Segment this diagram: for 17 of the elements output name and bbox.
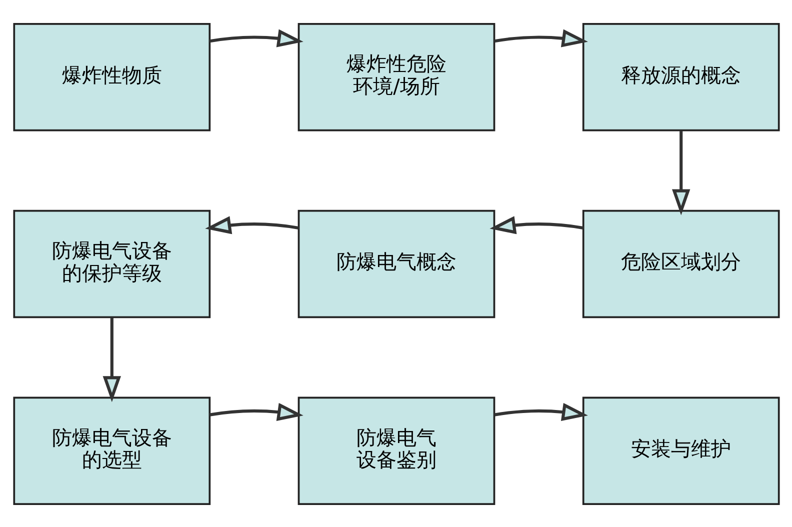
node-box: 爆炸性危险环境/场所 bbox=[297, 22, 495, 131]
node-box: 防爆电气设备的选型 bbox=[12, 396, 210, 504]
node-box: 防爆电气概念 bbox=[297, 209, 495, 318]
node-box: 爆炸性物质 bbox=[12, 22, 210, 131]
arrow bbox=[494, 402, 588, 420]
arrow bbox=[102, 317, 121, 402]
arrow bbox=[204, 216, 298, 234]
node-box: 防爆电气设备鉴别 bbox=[297, 396, 495, 504]
arrow bbox=[208, 28, 303, 47]
arrow bbox=[489, 216, 584, 234]
arrow bbox=[208, 402, 303, 420]
arrow bbox=[671, 130, 690, 215]
arrow bbox=[494, 28, 588, 47]
node-box: 安装与维护 bbox=[582, 396, 780, 504]
node-box: 释放源的概念 bbox=[582, 22, 780, 131]
node-box: 防爆电气设备的保护等级 bbox=[12, 209, 210, 318]
node-box: 危险区域划分 bbox=[582, 209, 780, 318]
